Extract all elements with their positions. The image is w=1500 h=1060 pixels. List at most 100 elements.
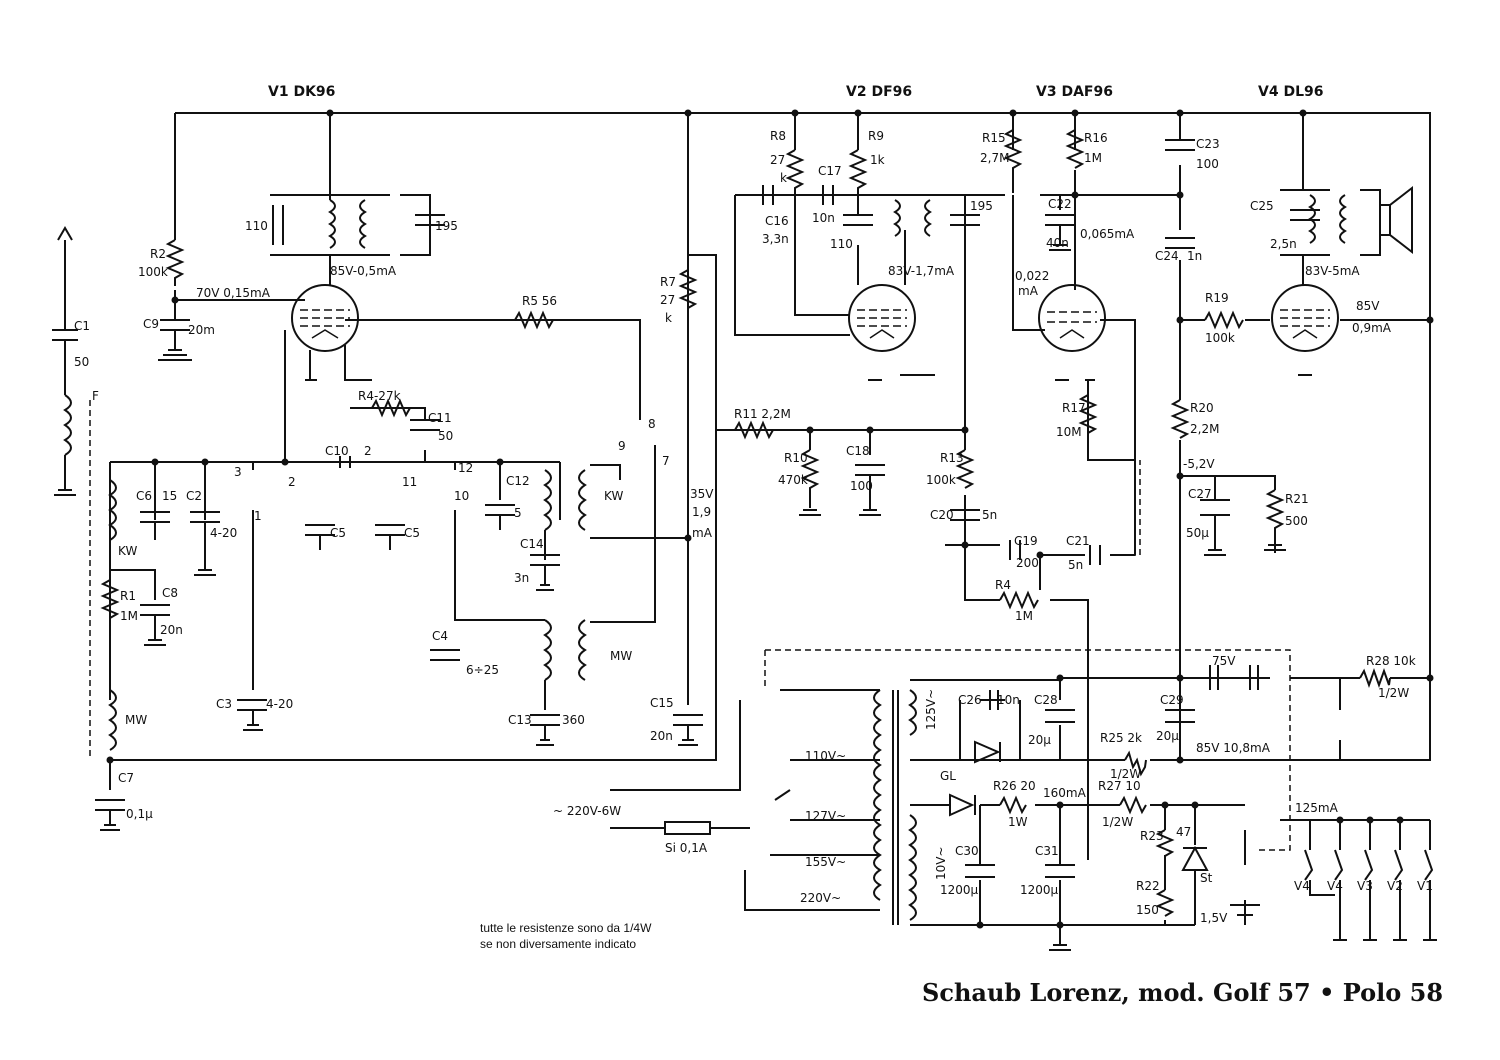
label-v1-grid: 70V 0,15mA [196,286,271,300]
label-c1: C1 [74,319,90,333]
label-c2: C2 [186,489,202,503]
label-c2-value: 4-20 [210,526,237,540]
component-labels: C1 50 F R2 100k C9 20m 110 195 85V-0,5mA… [74,129,1416,925]
label-c30-value: 1200μ [940,883,979,897]
label-r27-watt: 1/2W [1102,815,1133,829]
label-r20-value: 2,2M [1190,422,1219,436]
heater-label-5: V1 [1417,879,1433,893]
label-r4: R4-27k [358,389,401,403]
label-c17-value: 10n [812,211,835,225]
heater-label-3: V3 [1357,879,1373,893]
label-c8-value: 20n [160,623,183,637]
label-r10: R10 [784,451,808,465]
resistor-note-line-2: se non diversamente indicato [480,937,637,951]
heater-label-4: V2 [1387,879,1403,893]
label-r9-value: 1k [870,153,885,167]
tube-v4 [1271,284,1339,352]
resistor-note: tutte le resistenze sono da 1/4W se non … [480,920,651,952]
label-c16: C16 [765,214,789,228]
tube-v2 [848,284,916,352]
label-r5: R5 56 [522,294,557,308]
label-v4-screen: 85V [1356,299,1380,313]
label-c26: C26 [958,693,982,707]
label-r7: R7 [660,275,676,289]
heater-label-2: V4 [1327,879,1343,893]
pin-1: 1 [254,509,262,523]
label-mains: ~ 220V-6W [553,804,621,818]
label-kw-2: KW [604,489,623,503]
label-75v: 75V [1212,654,1236,668]
label-r9: R9 [868,129,884,143]
label-r26: R26 20 [993,779,1036,793]
pin-12: 12 [458,461,473,475]
label-r4b: R4 [995,578,1011,592]
label-c3: C3 [216,697,232,711]
pin-3: 3 [234,465,242,479]
label-c25-value: 2,5n [1270,237,1297,251]
label-c4-value: 6÷25 [466,663,499,677]
label-c6: C6 [136,489,152,503]
label-c12-value: 5 [514,506,522,520]
label-r11: R11 2,2M [734,407,791,421]
label-r7-value: 27 [660,293,675,307]
label-125v: 125V~ [924,689,938,730]
heater-label-1: V4 [1294,879,1310,893]
label-c14-value: 3n [514,571,529,585]
pin-11: 11 [402,475,417,489]
label-r20: R20 [1190,401,1214,415]
label-tap-110v: 110V~ [805,749,846,763]
label-r28: R28 10k [1366,654,1416,668]
label-r8-value: 27 [770,153,785,167]
label-c29: C29 [1160,693,1184,707]
label-c10-value: 2 [364,444,372,458]
tube-labels: V1 DK96 V2 DF96 V3 DAF96 V4 DL96 [268,84,1323,100]
label-r21-value: 500 [1285,514,1308,528]
label-gl: GL [940,769,956,783]
label-c16-value: 3,3n [762,232,789,246]
label-c13-value: 360 [562,713,585,727]
label-r1-value: 1M [120,609,138,623]
label-r17: R17 [1062,401,1086,415]
label-0-065ma: 0,065mA [1080,227,1135,241]
label-c110b: 110 [830,237,853,251]
label-st: St [1200,871,1213,885]
label-0-022: 0,022 [1015,269,1049,283]
label-r26-watt: 1W [1008,815,1028,829]
label-r22-value: 150 [1136,903,1159,917]
label-r16-value: 1M [1084,151,1102,165]
label-r8-k: k [780,171,787,185]
label-r10-value: 470k [778,473,808,487]
label-0-022-ma: mA [1018,284,1039,298]
label-c7: C7 [118,771,134,785]
label-c23-value: 100 [1196,157,1219,171]
label-c9: C9 [143,317,159,331]
label-mw-2: MW [610,649,632,663]
label-c1-value: 50 [74,355,89,369]
pin-10: 10 [454,489,469,503]
label-c30: C30 [955,844,979,858]
label-c21: C21 [1066,534,1090,548]
resistor-note-line-1: tutte le resistenze sono da 1/4W [480,921,652,935]
label-c12: C12 [506,474,530,488]
label-c17: C17 [818,164,842,178]
label-r27: R27 10 [1098,779,1141,793]
label-r7-k: k [665,311,672,325]
label-c20-value: 5n [982,508,997,522]
label-r13: R13 [940,451,964,465]
label-r19-value: 100k [1205,331,1235,345]
label-c18-value: 100 [850,479,873,493]
label-minus-5-2v: -5,2V [1183,457,1215,471]
label-kw-1: KW [118,544,137,558]
label-c11: C11 [428,411,452,425]
label-125ma: 125mA [1295,801,1339,815]
label-r4b-value: 1M [1015,609,1033,623]
label-c8: C8 [162,586,178,600]
label-r2: R2 [150,247,166,261]
wiring [57,112,1431,945]
tube-label-v1: V1 DK96 [268,84,335,100]
label-c11-value: 50 [438,429,453,443]
label-c5b: C5 [404,526,420,540]
label-c28-value: 20μ [1028,733,1051,747]
label-c14: C14 [520,537,544,551]
label-c24-value: 1n [1187,249,1202,263]
